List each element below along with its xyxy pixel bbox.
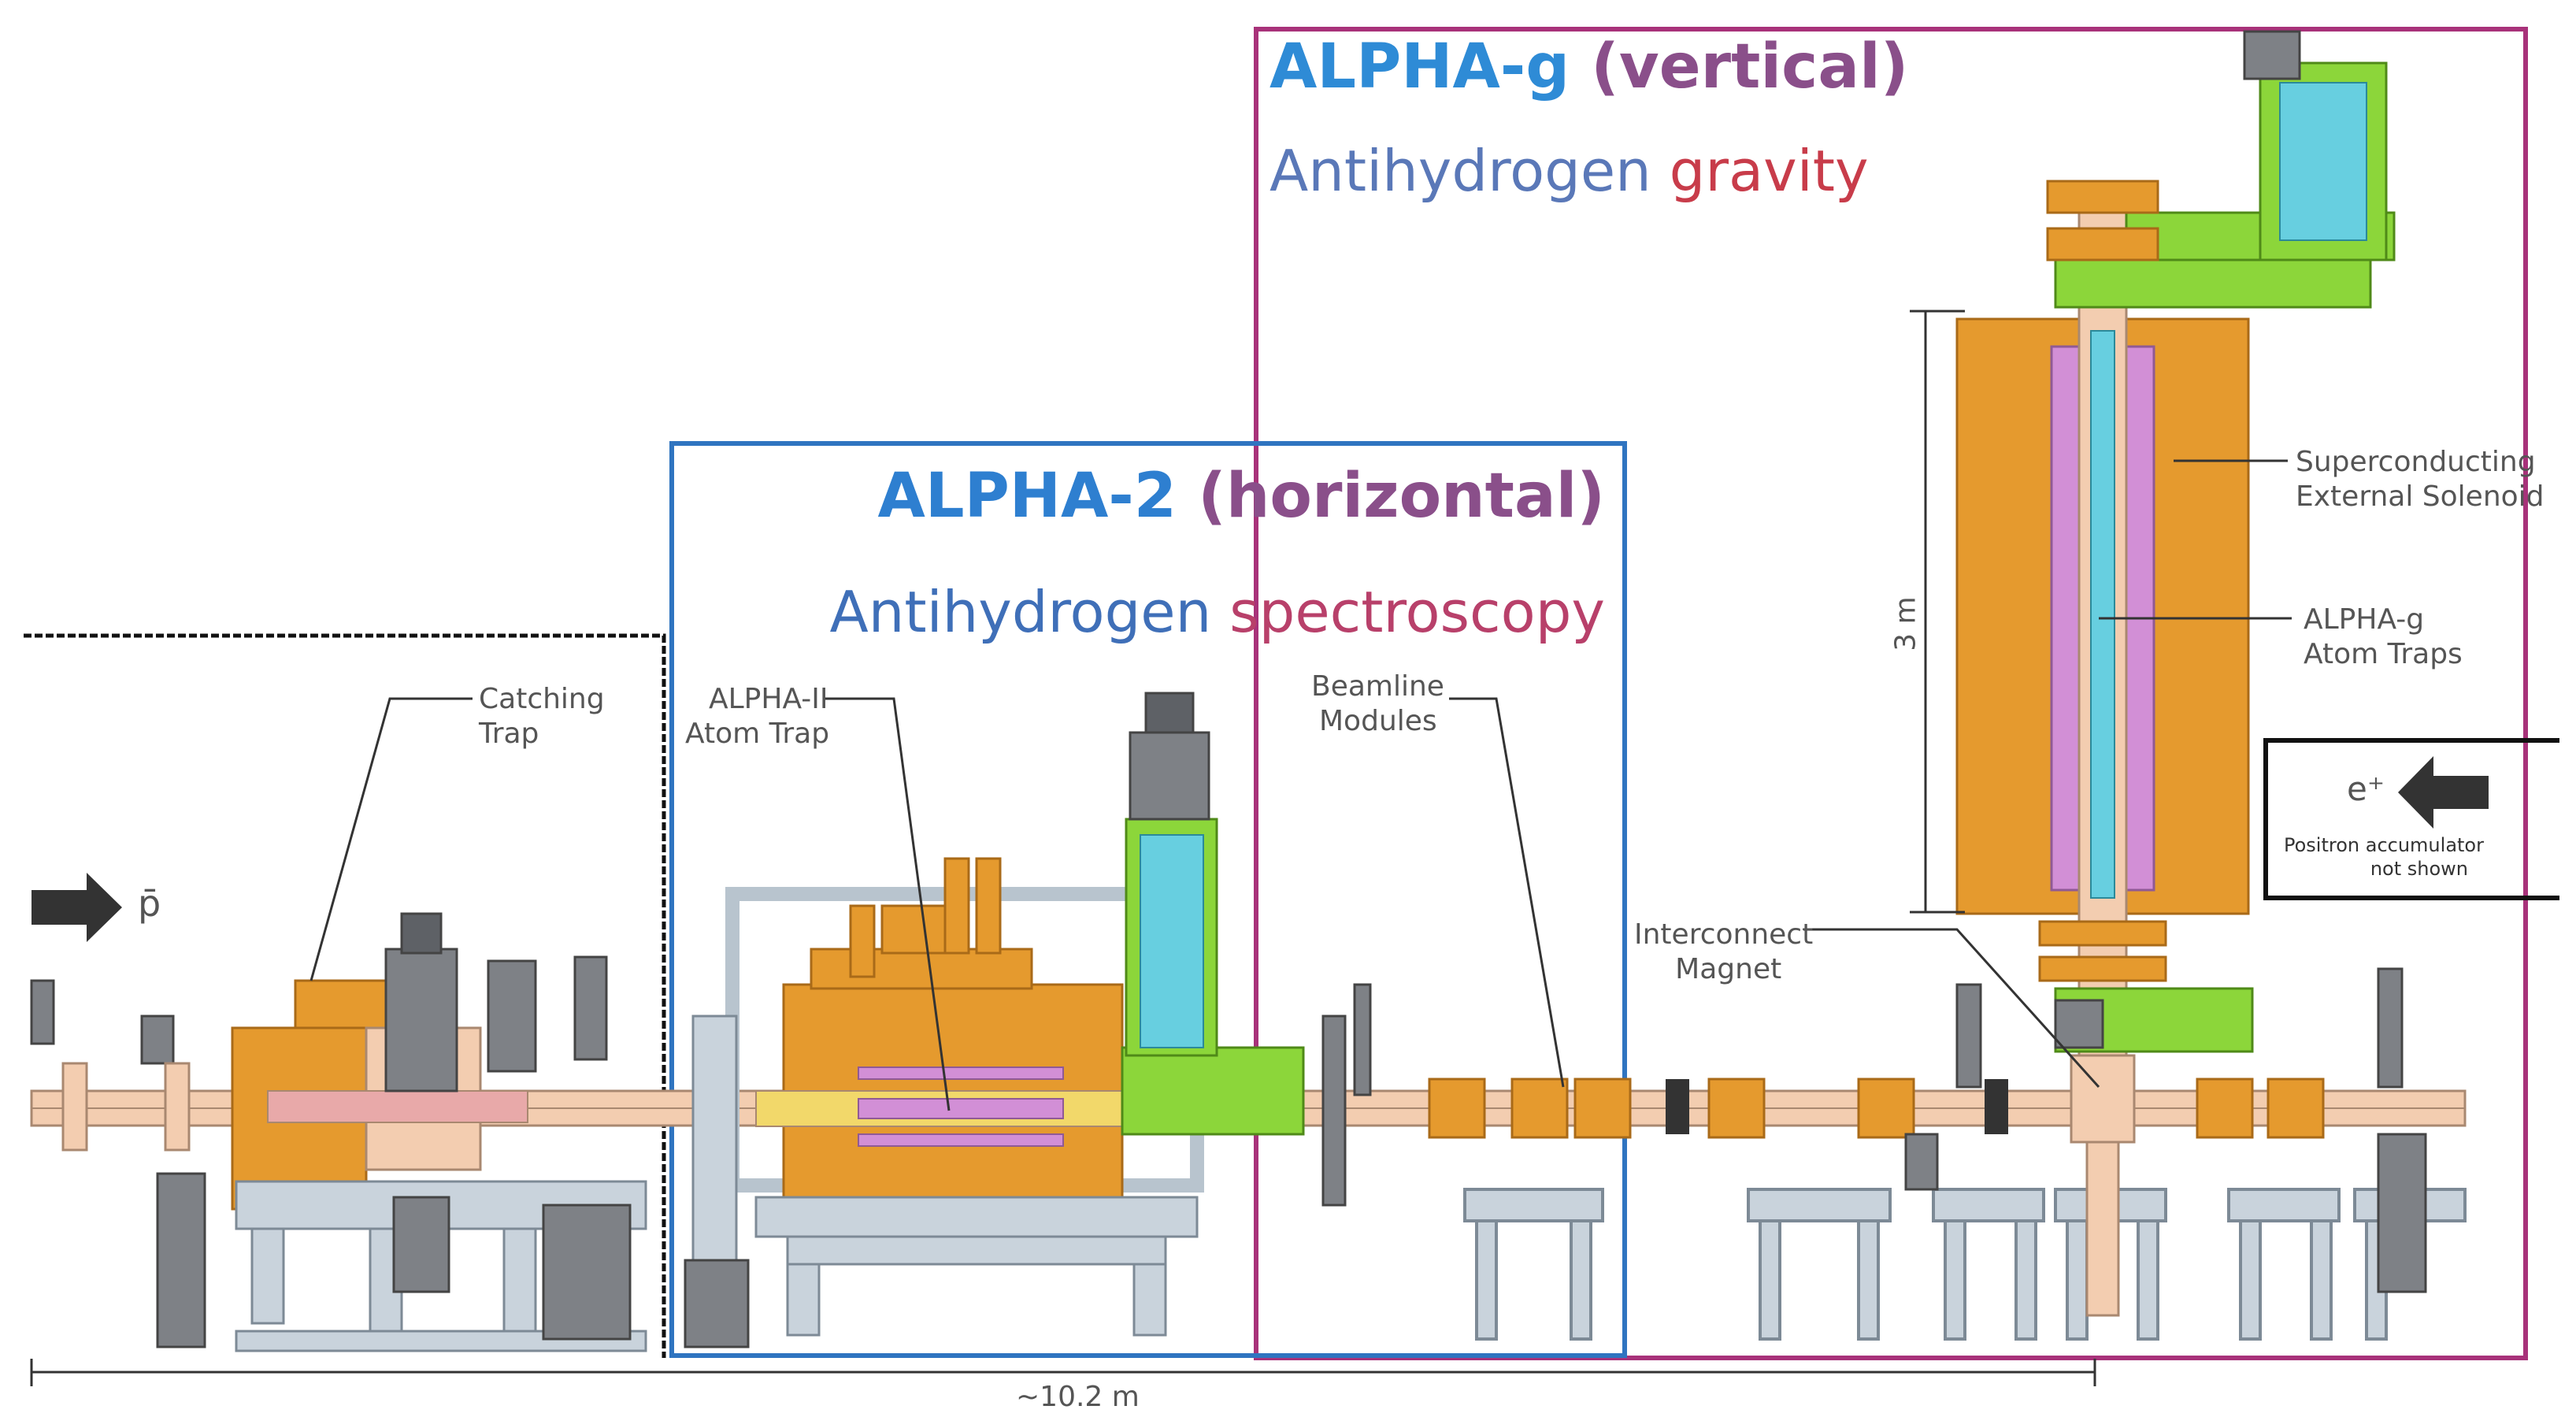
label-antiproton: p̄ (138, 882, 161, 925)
label-positron: e⁺ (2347, 770, 2385, 808)
label-positron-note: Positron accumulator not shown (2284, 833, 2484, 881)
antiproton-arrow (32, 873, 122, 942)
label-positron-note-line-1: Positron accumulator (2284, 834, 2484, 856)
label-superconducting-line-1: Superconducting (2296, 446, 2536, 478)
length-dimension (30, 1359, 2096, 1386)
label-beamline-modules: Beamline Modules (1311, 670, 1444, 739)
alpha-2-subtitle-b: spectroscopy (1229, 579, 1605, 645)
label-positron-note-line-2: not shown (2370, 858, 2468, 880)
alpha-g-subtitle-a: Antihydrogen (1269, 138, 1651, 204)
leader-lines (309, 459, 2292, 1111)
alpha-2-subtitle: Antihydrogen spectroscopy (829, 579, 1605, 645)
label-catching-trap-line-1: Catching (479, 683, 605, 715)
leader-interconnect (1803, 928, 2100, 1089)
label-interconnect-magnet-line-1: Interconnect (1634, 918, 1814, 951)
label-alpha-ii-trap-line-2: Atom Trap (685, 718, 830, 750)
alpha-g-title-a: ALPHA-g (1269, 32, 1570, 102)
alpha-g-title-b: (vertical) (1591, 32, 1909, 102)
alpha-2-assembly (684, 692, 1372, 1348)
height-dimension (1910, 310, 1965, 914)
label-alpha-ii-trap: ALPHA-II Atom Trap (685, 682, 829, 751)
label-height: 3 m (1889, 596, 1922, 651)
label-catching-trap-line-2: Trap (479, 718, 539, 750)
label-alpha-ii-trap-line-1: ALPHA-II (709, 683, 828, 715)
label-superconducting-solenoid: Superconducting External Solenoid (2296, 445, 2544, 514)
label-alpha-g-traps-line-1: ALPHA-g (2304, 603, 2425, 636)
alpha-2-title: ALPHA-2 (horizontal) (878, 461, 1605, 532)
label-beamline-modules-line-2: Modules (1319, 705, 1437, 737)
alpha-2-subtitle-a: Antihydrogen (829, 579, 1212, 645)
alpha-2-frame (669, 441, 1627, 1358)
alpha-g-subtitle: Antihydrogen gravity (1269, 138, 1869, 204)
positron-arrow (2398, 756, 2489, 829)
alpha-g-frame (1254, 27, 2528, 1360)
label-alpha-g-atom-traps: ALPHA-g Atom Traps (2304, 603, 2463, 672)
label-length: ~10.2 m (1016, 1381, 1140, 1413)
alpha-2-title-b: (horizontal) (1198, 461, 1605, 532)
alpha-2-title-a: ALPHA-2 (877, 461, 1177, 532)
leader-catching-trap (309, 697, 473, 981)
catching-trap-frame (24, 633, 666, 1358)
leader-alpha-ii (823, 697, 951, 1111)
label-interconnect-magnet: Interconnect Magnet (1634, 918, 1813, 987)
alpha-g-title: ALPHA-g (vertical) (1269, 32, 1908, 102)
alpha-g-subtitle-b: gravity (1669, 138, 1869, 204)
beamline-coils (1428, 1078, 2325, 1139)
label-alpha-g-traps-line-2: Atom Traps (2304, 638, 2463, 670)
beamline-stands (1463, 1188, 2467, 1341)
label-interconnect-magnet-line-2: Magnet (1675, 953, 1782, 985)
leader-beamline (1449, 697, 1565, 1088)
positron-note-frame (2263, 738, 2559, 900)
label-beamline-modules-line-1: Beamline (1311, 670, 1444, 703)
label-catching-trap: Catching Trap (479, 682, 605, 751)
catching-trap-assembly (30, 912, 647, 1352)
label-superconducting-line-2: External Solenoid (2296, 480, 2544, 513)
